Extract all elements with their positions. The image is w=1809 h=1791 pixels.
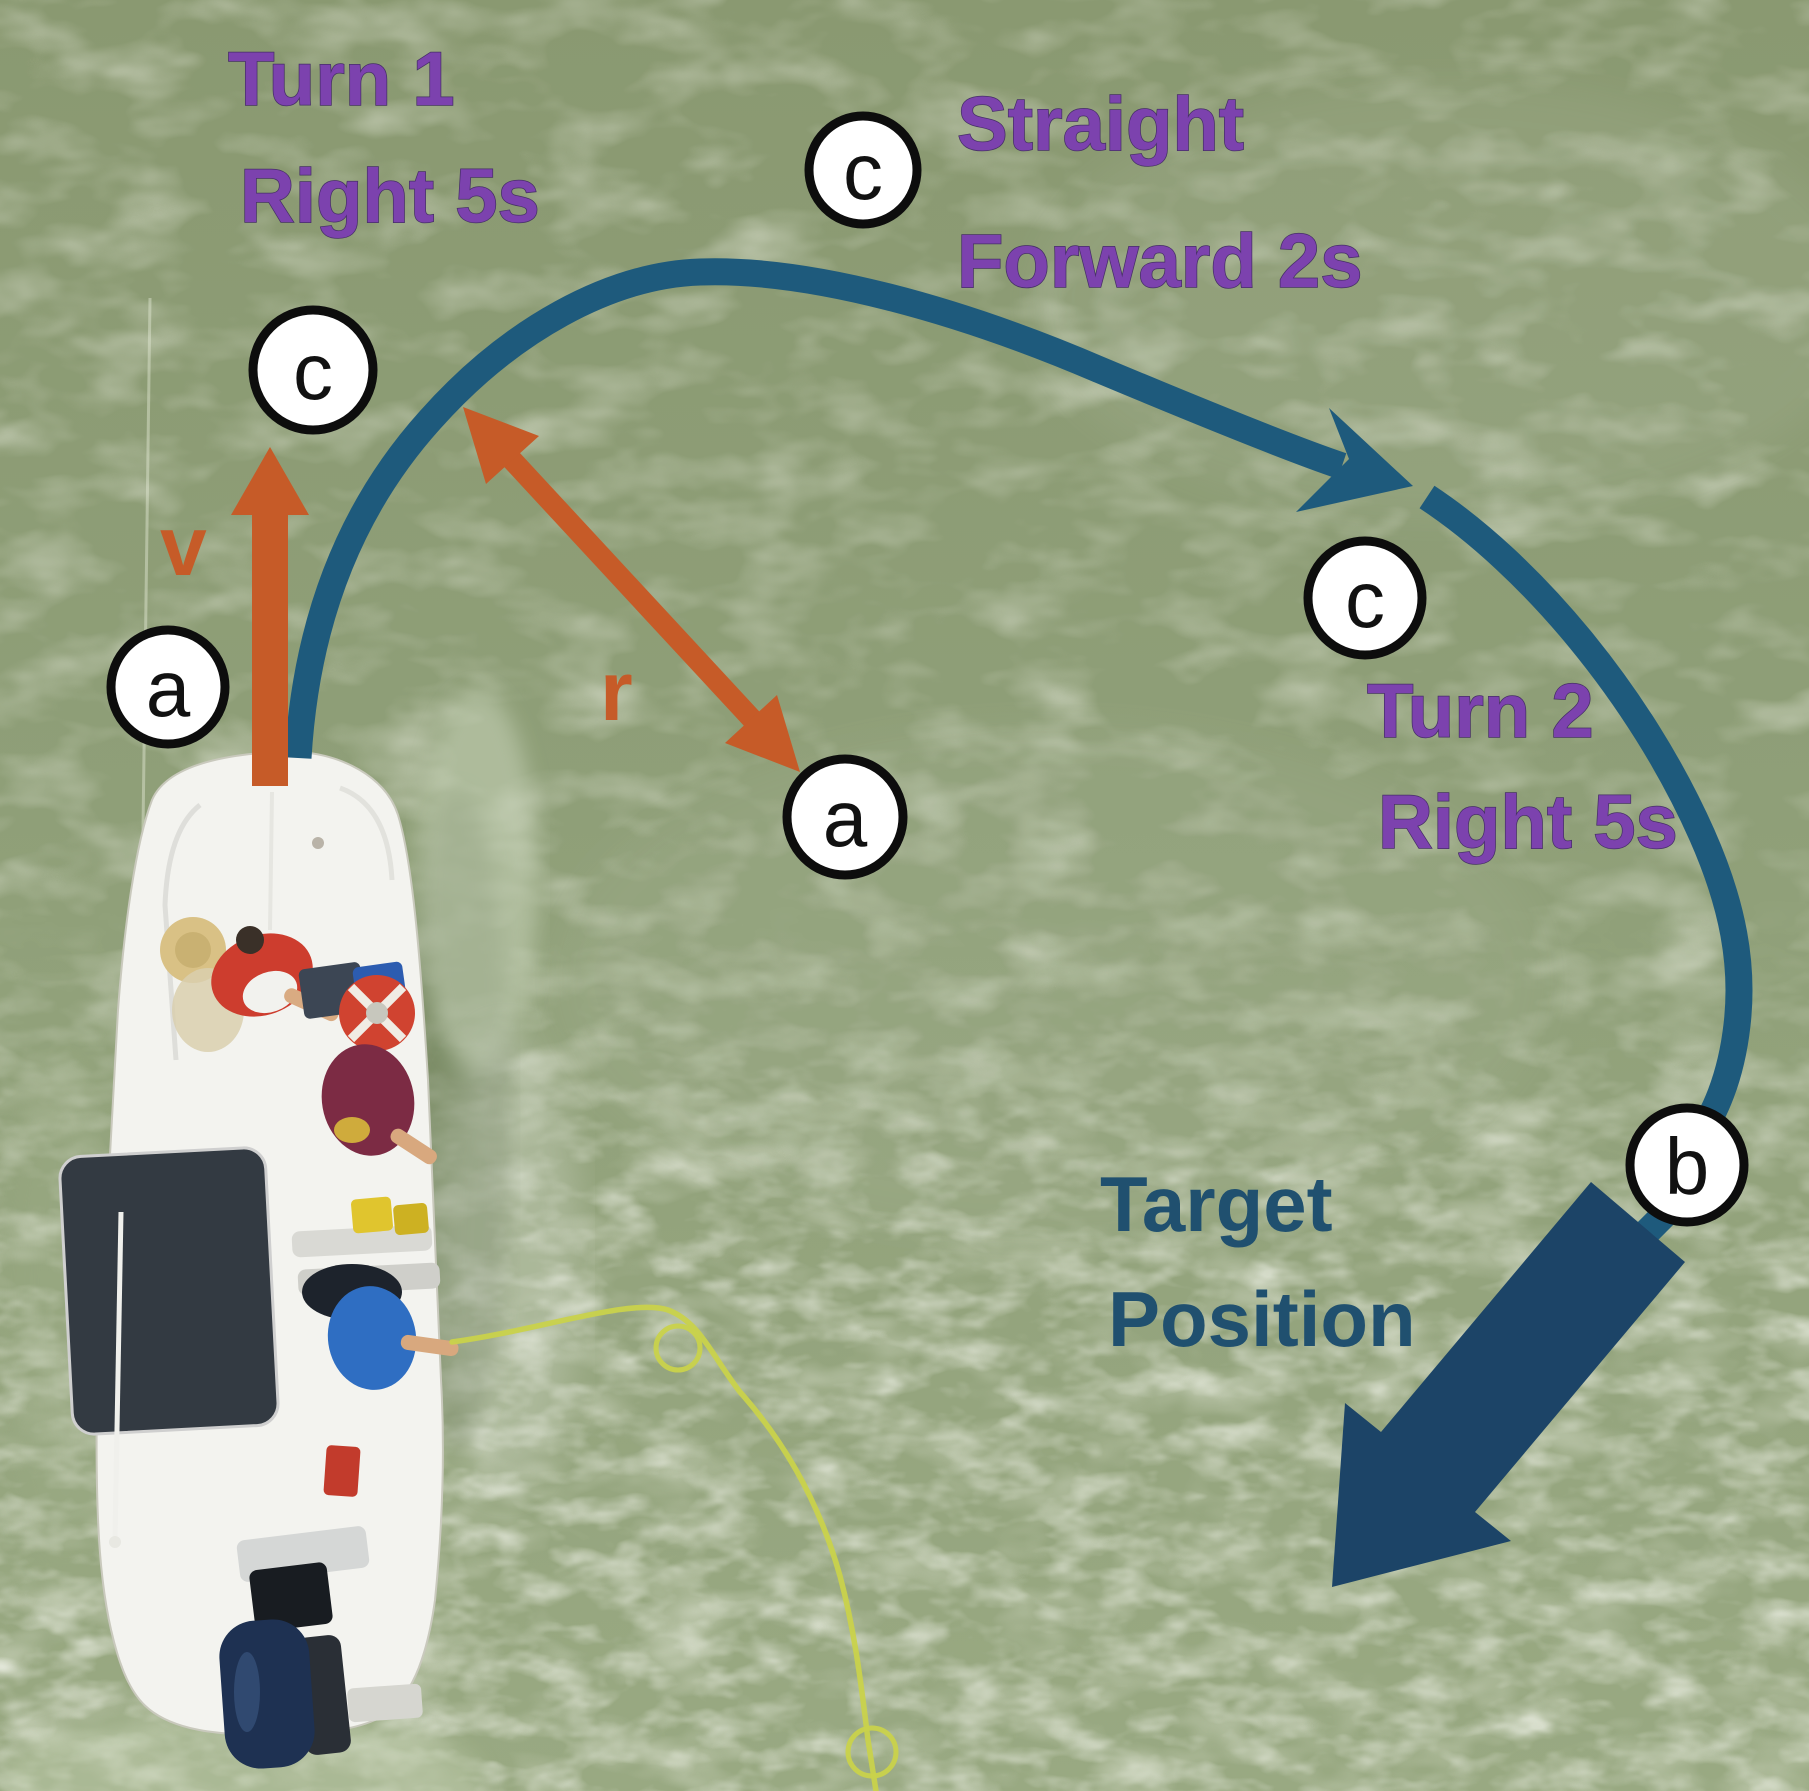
engine-cowl-highlight [234, 1652, 260, 1732]
pole-tip [109, 1536, 121, 1548]
tow-rope [449, 1304, 899, 1791]
marker-circle [248, 305, 378, 435]
stern-platform [347, 1683, 423, 1723]
turn2-label-line2: Right 5s [1378, 780, 1678, 865]
marker-b-right: b [1625, 1103, 1749, 1227]
rope-line [449, 1304, 879, 1791]
deck-hatch-line [268, 791, 274, 931]
straw-hat-crown [175, 932, 211, 968]
yellow-gear [351, 1196, 393, 1234]
marker-circle [106, 625, 230, 749]
radius-arrow-shaft [480, 426, 784, 753]
marker-c-upper-left: c [248, 305, 378, 435]
marker-circle [1303, 536, 1427, 660]
radius-arrowhead-upper [463, 407, 539, 484]
target-position-arrow [1332, 1182, 1685, 1587]
rope-loop [845, 1725, 899, 1779]
rope-loop [653, 1323, 703, 1373]
life-ring-hole [366, 1002, 388, 1024]
marker-circle [804, 111, 922, 229]
boat [58, 297, 459, 1769]
turn1-label-line1: Turn 1 [228, 37, 455, 122]
marker-c-right: c [1303, 536, 1427, 660]
marker-letter: a [146, 644, 191, 733]
marker-letter: a [823, 774, 868, 863]
radius-label: r [600, 644, 633, 738]
marker-circle [782, 754, 908, 880]
path-arrowhead-mid [1296, 408, 1413, 512]
turn2-label-line1: Turn 2 [1367, 669, 1594, 754]
crew-arm [390, 1128, 437, 1165]
engine-mount-plate [236, 1526, 370, 1582]
circled-markers: a c c a c b [106, 111, 1749, 1227]
marker-c-top: c [804, 111, 922, 229]
target-position-label: Target Position [1100, 1160, 1416, 1363]
wake-foam [418, 690, 538, 1070]
velocity-label: v [160, 499, 207, 593]
marker-circle [1625, 1103, 1749, 1227]
marker-a-boat: a [106, 625, 230, 749]
crew-white-vest [242, 970, 298, 1014]
marker-letter: c [1345, 555, 1385, 644]
radius-vector [463, 407, 800, 772]
crew-arm-holding-rope [400, 1334, 459, 1357]
velocity-arrow-shaft [252, 510, 288, 786]
deck-line-right [339, 785, 395, 881]
fishing-line [140, 297, 152, 906]
marker-letter: b [1665, 1122, 1710, 1211]
engine-cowl [219, 1619, 315, 1769]
marker-a-center: a [782, 754, 908, 880]
path-segment-turn1 [284, 258, 1347, 759]
straight-label-line2: Forward 2s [957, 219, 1362, 304]
red-box [323, 1445, 361, 1497]
radius-arrowhead-lower [725, 695, 800, 772]
wake-foam [430, 1030, 580, 1490]
crew-head [236, 926, 264, 954]
deck-fitting [312, 837, 324, 849]
deck-line-left [162, 803, 202, 1061]
crew-blue-shirt [327, 1286, 417, 1390]
path-segment-turn2 [1419, 485, 1753, 1149]
velocity-vector [231, 447, 309, 786]
turn1-label-line2: Right 5s [240, 154, 540, 239]
marker-letter: c [293, 327, 333, 416]
straight-label-line1: Straight [957, 82, 1244, 167]
target-label-line2: Position [1108, 1275, 1416, 1363]
bimini-canopy [58, 1146, 280, 1436]
engine-bracket [249, 1562, 333, 1632]
marker-letter: c [843, 127, 883, 216]
velocity-arrowhead [231, 447, 309, 515]
yellow-vest [334, 1117, 370, 1143]
target-label-line1: Target [1100, 1160, 1333, 1248]
rod-holder-pole [112, 1211, 124, 1539]
yellow-gear [393, 1202, 429, 1236]
instruction-labels: Turn 1 Right 5s Straight Forward 2s Turn… [227, 36, 1678, 866]
